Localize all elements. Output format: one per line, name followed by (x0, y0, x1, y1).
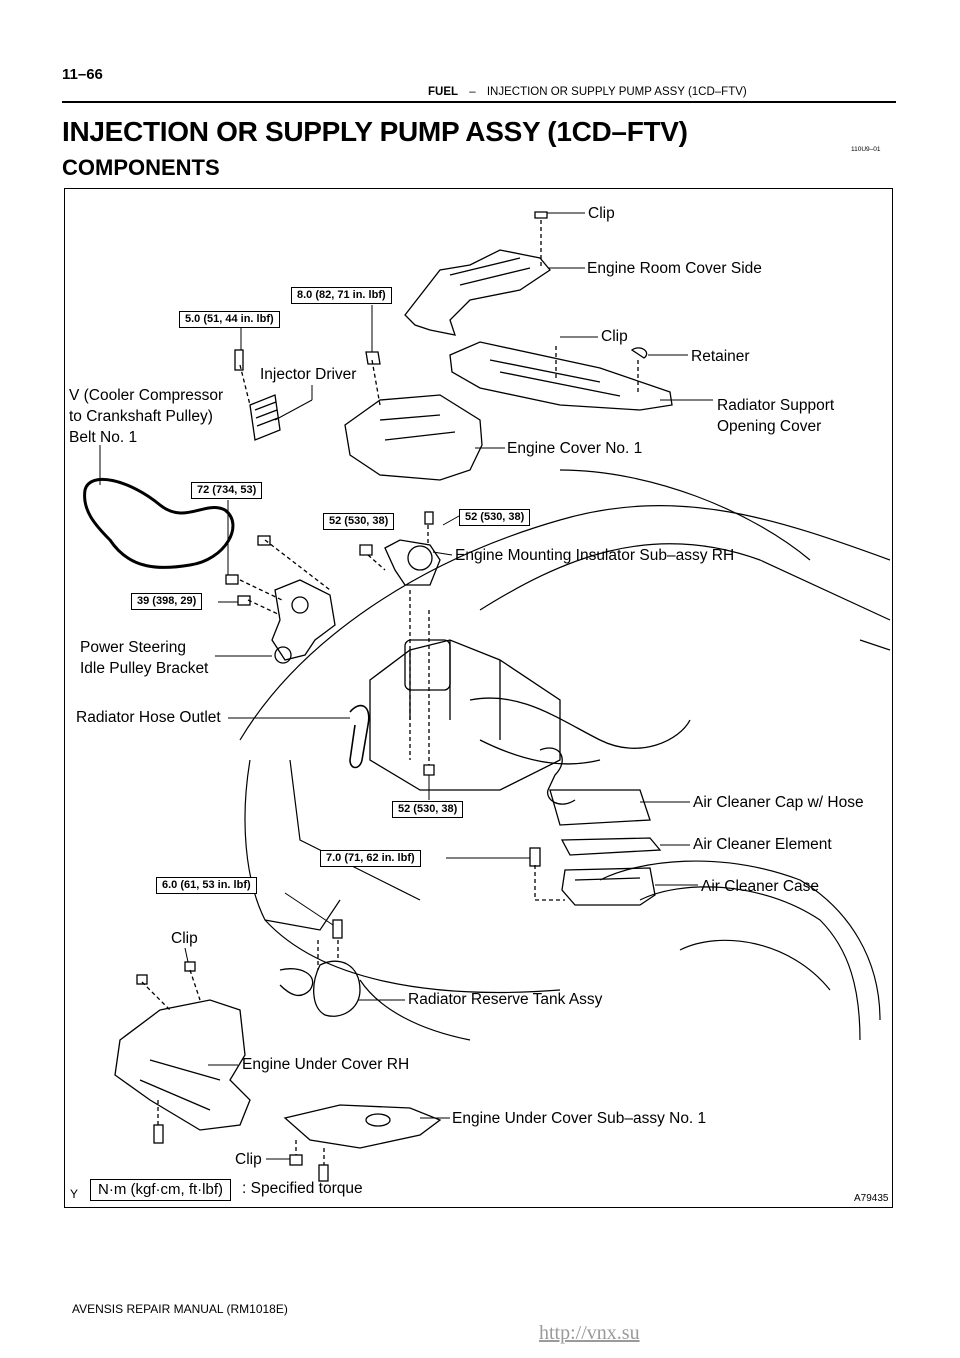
torque-5-0: 5.0 (51, 44 in. lbf) (179, 311, 280, 328)
page-number: 11–66 (62, 66, 103, 83)
label-clip-left: Clip (171, 930, 198, 947)
label-engine-cover: Engine Cover No. 1 (507, 440, 643, 457)
torque-39: 39 (398, 29) (131, 593, 203, 610)
torque-52-lower: 52 (530, 38) (392, 801, 464, 818)
label-power-steering-line2: Idle Pulley Bracket (80, 660, 209, 677)
engine-block (369, 639, 691, 791)
vehicle-outline (239, 469, 891, 1041)
diagram-frame (64, 188, 893, 1208)
label-v-belt-line3: Belt No. 1 (69, 429, 138, 446)
torque-8-0: 8.0 (82, 71 in. lbf) (291, 287, 392, 304)
label-v-belt-line1: V (Cooler Compressor (69, 387, 224, 404)
label-power-steering-line1: Power Steering (80, 639, 186, 656)
torque-52-left: 52 (530, 38) (323, 513, 395, 530)
v-belt-art (83, 477, 235, 569)
label-injector-driver: Injector Driver (260, 366, 357, 383)
torque-6-0: 6.0 (61, 53 in. lbf) (156, 877, 257, 894)
label-retainer: Retainer (691, 348, 750, 365)
legend-meaning: : Specified torque (242, 1180, 363, 1197)
label-v-belt-line2: to Crankshaft Pulley) (69, 408, 213, 425)
header-separator: – (469, 86, 476, 98)
label-air-cleaner-element: Air Cleaner Element (693, 836, 832, 853)
power-steering-bracket-art (271, 579, 336, 664)
manual-footer: AVENSIS REPAIR MANUAL (RM1018E) (72, 1302, 288, 1316)
figure-code: A79435 (854, 1193, 889, 1204)
label-clip-2: Clip (601, 328, 628, 345)
label-engine-room-cover-side: Engine Room Cover Side (587, 260, 762, 277)
engine-room-cover-side-art (404, 249, 551, 336)
running-header: FUEL – INJECTION OR SUPPLY PUMP ASSY (1C… (428, 86, 747, 98)
page-title: INJECTION OR SUPPLY PUMP ASSY (1CD–FTV) (62, 116, 688, 147)
under-cover-no1-art (283, 1104, 442, 1149)
air-cleaner-art (539, 747, 662, 906)
label-air-cleaner-case: Air Cleaner Case (701, 878, 820, 895)
reserve-tank-art (279, 960, 361, 1017)
section-name: FUEL (428, 86, 459, 98)
section-subtitle: COMPONENTS (62, 155, 220, 180)
injector-driver-art (249, 394, 281, 441)
corner-letter: Y (70, 1187, 79, 1201)
radiator-hose-art (349, 704, 370, 769)
torque-7-0: 7.0 (71, 62 in. lbf) (320, 850, 421, 867)
label-engine-under-cover-rh: Engine Under Cover RH (242, 1056, 410, 1073)
document-code: 110U9–01 (851, 146, 881, 153)
leader-lines (99, 212, 713, 1160)
watermark-link[interactable]: http://vnx.su (539, 1322, 640, 1344)
label-engine-mounting: Engine Mounting Insulator Sub–assy RH (455, 547, 735, 564)
label-clip-top: Clip (588, 205, 615, 222)
torque-52-right: 52 (530, 38) (459, 509, 531, 526)
under-cover-rh-art (114, 999, 251, 1131)
torque-72: 72 (734, 53) (191, 482, 263, 499)
label-engine-under-cover-no1: Engine Under Cover Sub–assy No. 1 (452, 1110, 707, 1127)
engine-mount-art (384, 539, 441, 586)
legend-unit-box: N·m (kgf·cm, ft·lbf) (90, 1179, 231, 1201)
label-radiator-support-line2: Opening Cover (717, 418, 822, 435)
header-rule (62, 101, 896, 103)
label-clip-bottom: Clip (235, 1151, 262, 1168)
label-radiator-support-line1: Radiator Support (717, 397, 835, 414)
section-topic: INJECTION OR SUPPLY PUMP ASSY (1CD–FTV) (486, 86, 747, 98)
label-radiator-hose-outlet: Radiator Hose Outlet (76, 709, 221, 726)
label-air-cleaner-cap: Air Cleaner Cap w/ Hose (693, 794, 864, 811)
label-radiator-reserve-tank: Radiator Reserve Tank Assy (408, 991, 603, 1008)
engine-cover-art (344, 394, 483, 481)
radiator-support-cover-art (449, 341, 673, 411)
